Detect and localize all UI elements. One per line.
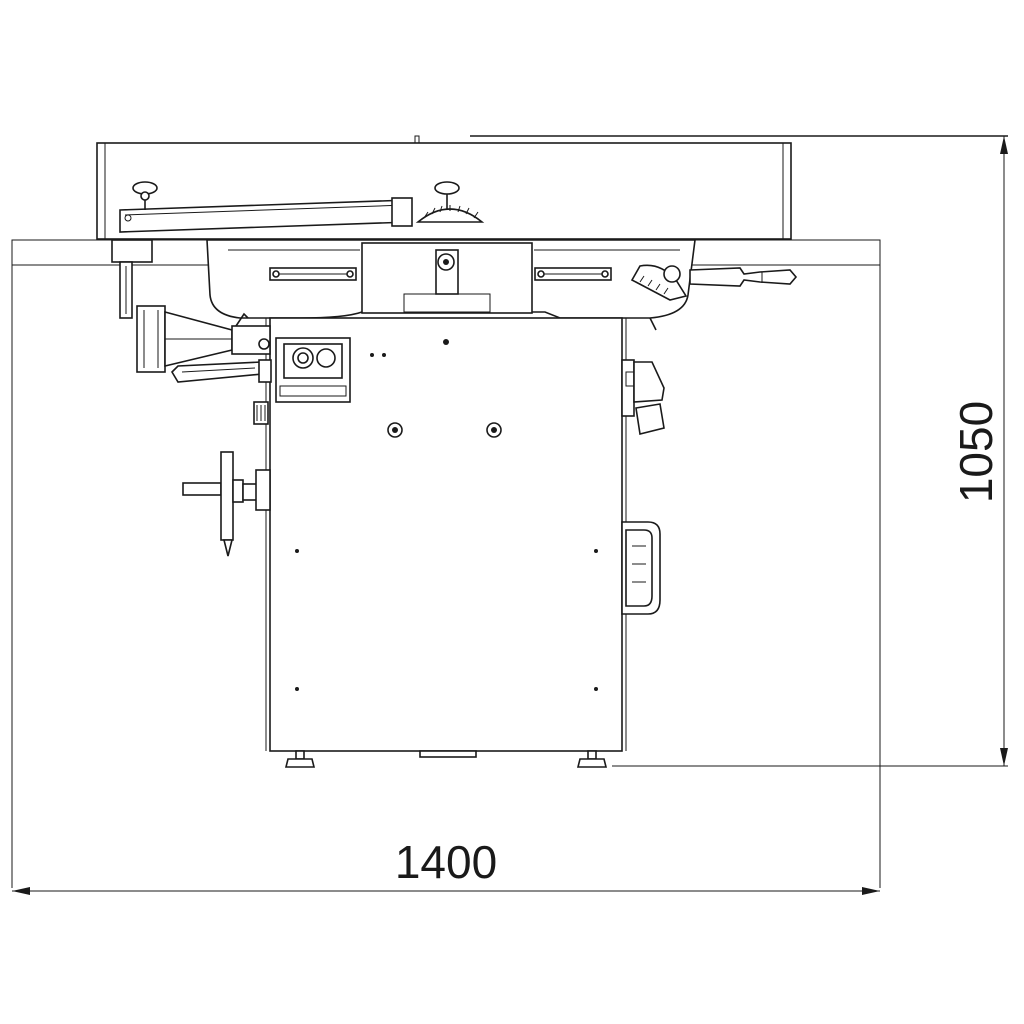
clamp-knob-left [132,181,158,210]
table-lock-lever [111,239,153,319]
width-dimension-label: 1400 [395,836,497,888]
clamp-knob-right [415,181,485,223]
fence-arm [119,197,413,233]
cabinet-screws [295,339,598,691]
width-dimension: 1400 [12,836,880,895]
planer-tables [206,239,696,319]
handwheel [182,451,271,557]
side-knob [253,401,269,425]
carry-handle [621,521,661,615]
height-dimension-label: 1050 [950,401,1002,503]
dust-outlet [621,359,665,435]
side-lever [170,359,272,383]
table-slot-left [269,267,357,281]
fence-guard [96,135,1008,240]
levelling-foot-right [576,750,608,768]
table-slot-right [534,267,612,281]
tilt-quadrant [630,264,688,331]
motor-pulley [136,305,271,373]
height-dimension: 1050 [612,136,1008,767]
switch-box [275,337,351,403]
levelling-foot-left [284,750,316,768]
fence-handle [689,267,798,287]
